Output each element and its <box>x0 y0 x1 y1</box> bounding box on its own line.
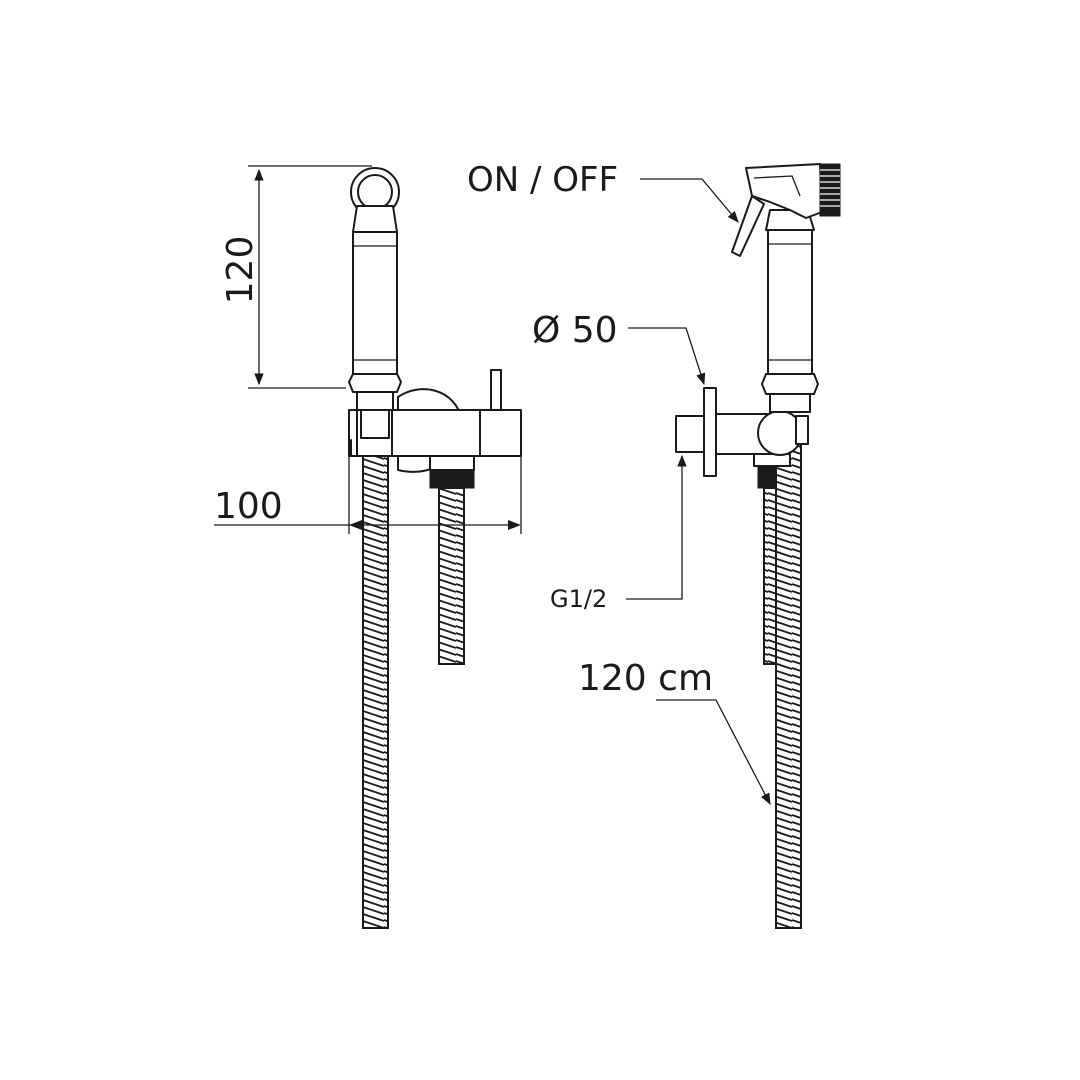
front-short-hose <box>438 487 465 665</box>
side-view: ON / OFF Ø 50 G1/2 120 cm <box>467 160 841 929</box>
switch-leader <box>640 178 739 223</box>
side-shower-handle <box>767 229 813 375</box>
front-hose-nut <box>429 469 475 489</box>
width-dim-label: 100 <box>214 486 283 527</box>
side-trigger-lever[interactable] <box>731 195 765 257</box>
front-hose-connector <box>429 455 475 471</box>
side-short-hose <box>763 487 777 665</box>
side-nozzle-cap <box>819 163 841 217</box>
flange-dia-label: Ø 50 <box>532 310 618 351</box>
front-view: 120 100 <box>214 165 522 929</box>
thread-label: G1/2 <box>550 585 607 613</box>
front-long-hose <box>362 437 389 929</box>
switch-label: ON / OFF <box>467 160 618 200</box>
front-shower-handle <box>352 231 398 375</box>
thread-leader <box>626 454 687 600</box>
hose-length-label: 120 cm <box>578 658 713 699</box>
hose-leader <box>656 699 771 806</box>
side-long-hose <box>775 443 802 929</box>
side-wall-flange <box>703 387 717 477</box>
height-dim-label: 120 <box>220 236 261 305</box>
front-valve-spindle <box>490 369 502 411</box>
side-wall-inlet <box>675 415 705 453</box>
flange-leader <box>628 327 706 386</box>
side-hose-nut <box>757 465 777 489</box>
